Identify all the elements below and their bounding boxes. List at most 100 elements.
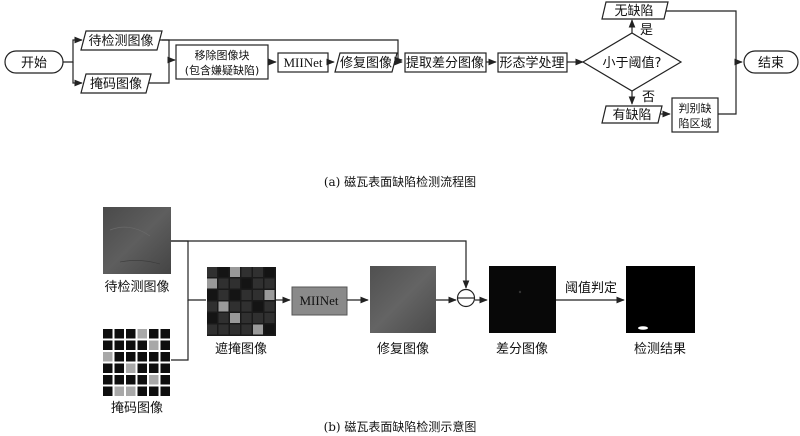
grid-cell [264,301,275,312]
morphology-label: 形态学处理 [499,55,564,71]
grid-cell [114,386,124,396]
schematic-mask-label: 掩码图像 [111,401,163,416]
grid-cell [126,340,136,350]
repaired-image-label: 修复图像 [340,56,392,71]
flowchart: 开始 待检测图像 掩码图像 移除图像块 (包含嫌疑缺陷) MIINet [4,1,799,133]
end-label: 结束 [758,56,784,71]
grid-cell [103,363,113,373]
start-terminal: 开始 [4,50,64,74]
grid-cell [149,329,159,339]
grid-cell [241,313,252,323]
grid-cell [253,267,263,277]
mask-image-thumb [103,329,172,398]
arrow-detect-to-remove [160,39,176,64]
grid-cell [126,352,136,362]
grid-cell [207,278,217,289]
yes-label: 是 [640,23,653,38]
image-to-detect-node: 待检测图像 [80,30,163,51]
grid-cell [207,301,217,312]
grid-cell [264,278,275,289]
image-to-detect-label: 待检测图像 [88,34,153,49]
grid-cell [114,340,124,350]
grid-cell [241,278,252,289]
remove-blocks-line1: 移除图像块 [195,48,250,62]
grid-cell [218,324,229,335]
grid-cell [264,313,275,323]
grid-cell [230,290,240,300]
grid-cell [137,340,147,350]
no-label: 否 [642,90,655,105]
schematic-detect-label: 待检测图像 [104,280,169,295]
miinet-label: MIINet [284,55,323,70]
grid-cell [137,329,147,339]
grid-cell [264,290,275,300]
repaired-image-node: 修复图像 [334,52,398,73]
grid-cell [103,386,113,396]
diff-image-thumb [489,266,556,333]
grid-cell [241,301,252,312]
grid-cell [264,267,275,277]
grid-cell [241,290,252,300]
grid-cell [149,375,159,385]
grid-cell [160,340,170,350]
line-mask-to-remove [149,60,170,84]
line-judge-to-end [718,62,737,115]
schematic-result-label: 检测结果 [634,342,686,357]
grid-cell [126,375,136,385]
grid-cell [253,313,263,323]
decision-label: 小于阈值? [603,55,662,71]
subtract-operator [456,288,476,308]
grid-cell [207,267,217,277]
grid-cell [103,329,113,339]
start-label: 开始 [21,56,47,71]
grid-cell [253,290,263,300]
grid-cell [137,386,147,396]
grid-cell [230,313,240,323]
repaired-image-thumb [370,266,436,333]
grid-cell [126,329,136,339]
image-to-detect-thumb [103,207,171,274]
grid-cell [114,375,124,385]
arrow-detect-to-subtract [171,240,470,289]
schematic-diff-label: 差分图像 [496,342,548,357]
grid-cell [207,324,217,335]
miinet-node: MIINet [277,52,329,73]
mask-image-node: 掩码图像 [80,73,152,94]
grid-cell [149,363,159,373]
extract-diff-label: 提取差分图像 [406,55,484,71]
grid-cell [230,301,240,312]
line-mask-to-masked [171,300,189,361]
no-defect-label: 无缺陷 [614,4,653,19]
caption-b: (b) 磁瓦表面缺陷检测示意图 [324,419,477,434]
grid-cell [218,290,229,300]
extract-diff-node: 提取差分图像 [404,52,487,73]
arrow-start-to-mask [72,62,83,87]
remove-blocks-line2: (包含嫌疑缺陷) [185,63,260,77]
grid-cell [137,363,147,373]
grid-cell [160,363,170,373]
morphology-node: 形态学处理 [497,52,568,73]
grid-cell [230,278,240,289]
grid-cell [264,324,275,335]
grid-cell [218,301,229,312]
judge-line2: 陷区域 [679,116,712,130]
grid-cell [103,352,113,362]
judge-line1: 判别缺 [679,101,712,115]
grid-cell [149,386,159,396]
grid-cell [126,386,136,396]
grid-cell [114,352,124,362]
has-defect-node: 有缺陷 [601,105,663,124]
grid-cell [137,352,147,362]
grid-cell [218,267,229,277]
grid-cell [114,329,124,339]
schematic-miinet-label: MIINet [300,293,339,308]
grid-cell [253,324,263,335]
grid-cell [137,375,147,385]
remove-blocks-node: 移除图像块 (包含嫌疑缺陷) [175,44,269,80]
grid-cell [103,340,113,350]
masked-image-thumb [207,267,276,336]
grid-cell [218,313,229,323]
grid-cell [253,278,263,289]
grid-cell [160,386,170,396]
